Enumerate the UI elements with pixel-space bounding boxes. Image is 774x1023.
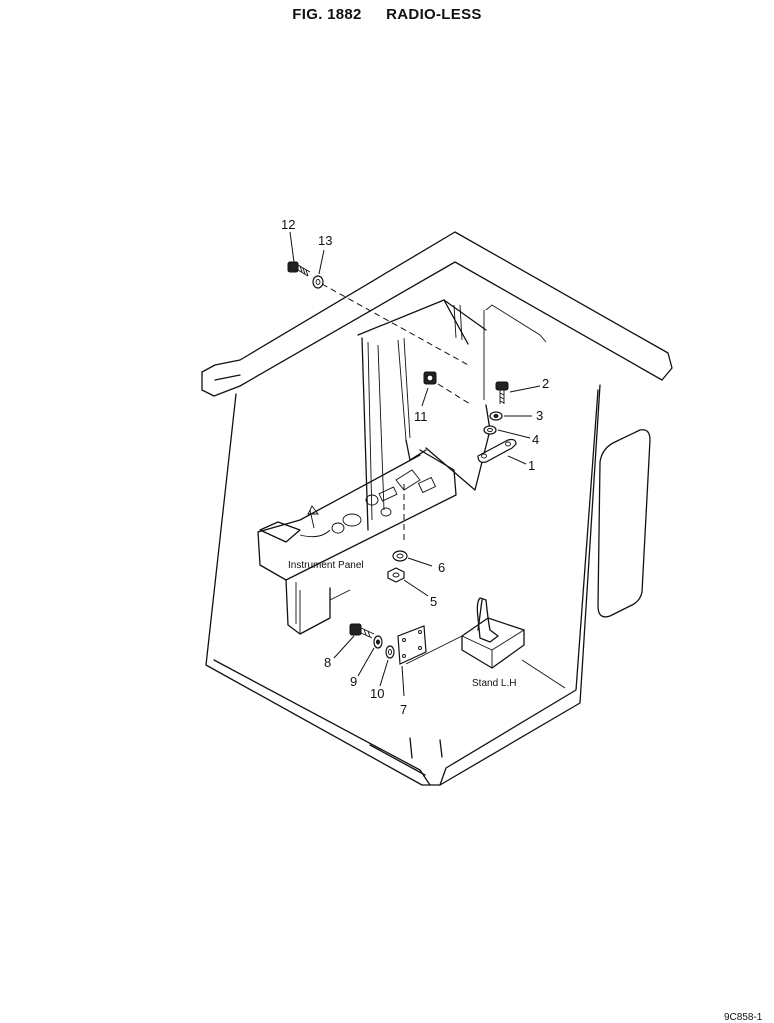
part-13-washer (312, 275, 324, 289)
part-11-nut (423, 371, 437, 385)
callout-7: 7 (400, 702, 407, 717)
part-1-bracket (477, 438, 517, 463)
callout-8: 8 (324, 655, 331, 670)
instrument-panel-label: Instrument Panel (288, 560, 364, 571)
part-7-plate (397, 625, 427, 665)
page-title: FIG. 1882 RADIO-LESS (0, 6, 774, 23)
part-8-bolt (349, 623, 375, 639)
drawing-code: 9C858-1 (724, 1012, 763, 1023)
part-12-bolt (287, 261, 311, 277)
callout-numbers: 1 2 3 4 5 6 7 8 9 10 11 12 13 (281, 217, 549, 717)
callout-2: 2 (542, 376, 549, 391)
callout-12: 12 (281, 217, 295, 232)
callout-6: 6 (438, 560, 445, 575)
part-5-nut (387, 567, 405, 583)
callout-11: 11 (414, 409, 428, 424)
callout-10: 10 (370, 686, 384, 701)
part-9-washer (373, 635, 383, 649)
leader-lines (289, 231, 541, 697)
part-3-washer (489, 411, 503, 421)
callout-9: 9 (350, 674, 357, 689)
callout-5: 5 (430, 594, 437, 609)
part-4-washer (483, 425, 497, 435)
callout-1: 1 (528, 458, 535, 473)
figure-number: FIG. 1882 (292, 6, 362, 23)
part-10-washer (385, 645, 395, 659)
callout-4: 4 (532, 432, 539, 447)
part-6-washer (392, 550, 408, 562)
assembly-dashed-lines (321, 283, 471, 540)
part-2-bolt (495, 381, 509, 404)
callout-13: 13 (318, 233, 332, 248)
stand-lh-label: Stand L.H (472, 678, 516, 689)
cab-outline (201, 231, 673, 786)
callout-3: 3 (536, 408, 543, 423)
figure-title: RADIO-LESS (386, 6, 482, 23)
